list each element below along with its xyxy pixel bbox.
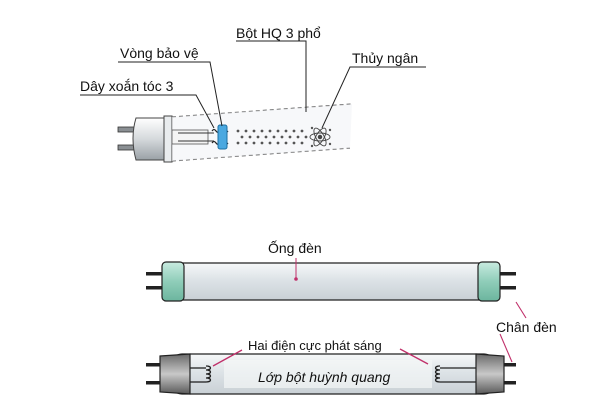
tube1-pin-left-top (146, 272, 162, 276)
label-lamp-pins: Chân đèn (496, 319, 557, 335)
tube1-cap-left (161, 261, 185, 302)
tube2-pin-right-top (502, 363, 516, 367)
label-coil-filament: Dây xoắn tóc 3 (80, 78, 174, 94)
leader-mercury (321, 66, 426, 129)
upper-end-cap (132, 117, 169, 161)
tube2-phosphor-layer (224, 360, 432, 388)
leader-electrodes-left (212, 349, 243, 367)
leader-coil-filament (80, 94, 215, 129)
upper-cutaway-lamp (117, 103, 353, 163)
label-phosphor-layer: Lớp bột huỳnh quang (258, 369, 391, 385)
label-mercury: Thủy ngân (352, 50, 419, 66)
label-phosphor: Bột HQ 3 phổ (236, 25, 321, 41)
upper-phosphor-particles (236, 126, 332, 148)
tube2-pin-left-bottom (146, 381, 160, 385)
tube1-pin-left-bottom (146, 286, 162, 290)
upper-protective-ring (217, 124, 228, 150)
lower-tube-assembled (146, 261, 516, 302)
label-tube: Ống đèn (268, 240, 322, 256)
lower-leader-lines (212, 258, 527, 367)
leader-lamp-pins (515, 301, 527, 319)
upper-leader-lines (80, 40, 426, 129)
label-protective-ring: Vòng bảo vệ (120, 45, 199, 61)
mercury-atom-icon (309, 127, 331, 147)
upper-glass-body (172, 104, 352, 161)
tube2-electrode-right (434, 365, 476, 383)
tube2-pin-left-top (146, 363, 160, 367)
tube2-electrode-left (190, 365, 212, 383)
tube2-cap-right (475, 353, 505, 395)
tube1-pin-right-top (500, 272, 516, 276)
tube1-glass (167, 262, 495, 301)
upper-end-cap-rim (163, 115, 173, 163)
tube1-pin-right-bottom (500, 286, 516, 290)
leader-protective-ring (118, 61, 223, 127)
upper-stem (171, 129, 209, 145)
tube2-pin-right-bottom (502, 381, 516, 385)
leader-electrodes-right (399, 348, 429, 365)
leader-phosphor (236, 40, 307, 112)
tube1-cap-right (477, 261, 501, 302)
tube2-cap-left (159, 353, 191, 395)
label-electrodes: Hai điện cực phát sáng (248, 338, 382, 353)
leader-lamp-pins-lower (499, 333, 513, 363)
lower-tube-cutaway (146, 353, 516, 395)
leader-tube-dot (294, 277, 298, 281)
